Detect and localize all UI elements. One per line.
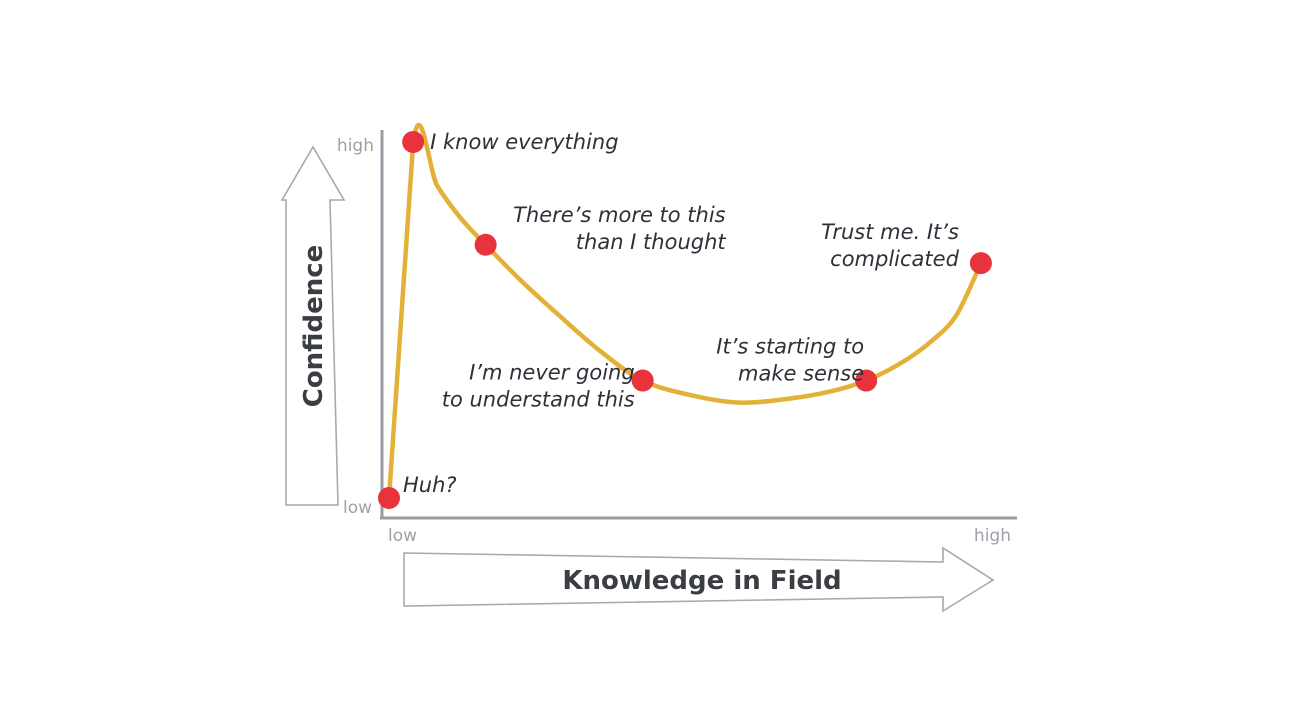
data-point xyxy=(969,252,992,275)
y-axis-arrow-icon xyxy=(280,145,346,506)
x-tick-high: high xyxy=(974,526,1011,546)
x-tick-low: low xyxy=(388,526,417,546)
data-point xyxy=(474,233,497,256)
point-label: Huh? xyxy=(403,473,457,497)
y-tick-low: low xyxy=(343,498,372,518)
confidence-curve xyxy=(386,122,984,501)
data-point xyxy=(855,369,878,392)
y-tick-high: high xyxy=(337,136,374,156)
x-axis-title: Knowledge in Field xyxy=(562,566,841,596)
y-axis-title: Confidence xyxy=(299,245,329,408)
x-axis-arrow-icon xyxy=(403,546,995,613)
data-point xyxy=(631,369,654,392)
data-points xyxy=(378,131,992,509)
point-label: I know everything xyxy=(430,130,618,154)
data-point xyxy=(402,131,425,153)
data-point xyxy=(378,486,400,509)
